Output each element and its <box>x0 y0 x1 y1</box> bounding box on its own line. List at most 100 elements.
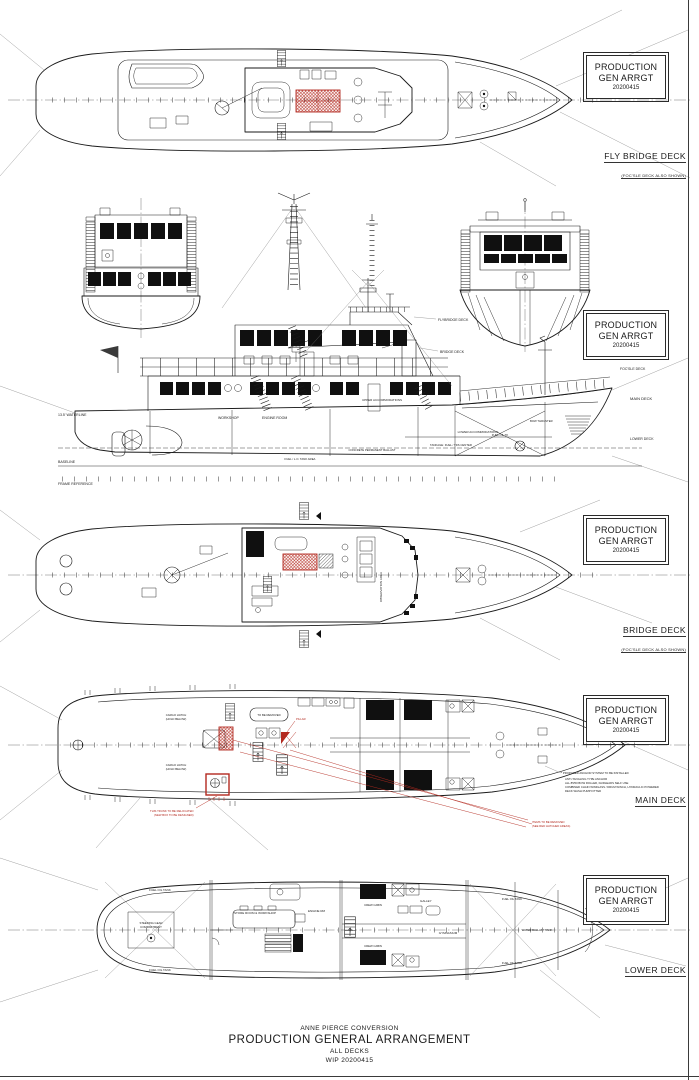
label-store-room: STORE ROOM & WORKSHOP <box>234 911 276 915</box>
side-profile: FLYBRIDGE DECK BRIDGE DECK FOC'SLE DECK … <box>0 269 689 486</box>
label-fuel-tank-aft-bottom: FUEL OIL TANK <box>149 968 171 972</box>
svg-text:COMBINED CHAIN WINDLASS / DRUM: COMBINED CHAIN WINDLASS / DRUM WINCH, HY… <box>565 785 659 789</box>
svg-text:ANTI-TANGLING TYPE ANCHOR: ANTI-TANGLING TYPE ANCHOR <box>565 777 607 781</box>
red-annotations: PILLAR THIS TRUNK TO BE RELOCATED (NEW B… <box>150 717 570 828</box>
crew-accommodations: CREW CABIN CREW CABIN GALLEY GYMNASIUM <box>342 880 469 980</box>
label-ballast: CONCRETE PERMANENT BALLAST <box>348 448 395 452</box>
label-steering-gear: STEERING GEAR <box>139 921 162 925</box>
label-bridge-deck: BRIDGE DECK <box>440 350 465 354</box>
label-pillar: PILLAR <box>296 717 306 721</box>
bow-elevation <box>459 198 591 352</box>
stairs-icon <box>262 576 273 593</box>
label-crew-cabin: CREW CABIN <box>364 903 382 907</box>
label-upper-accommodations: UPPER ACCOMMODATIONS <box>362 398 402 402</box>
red-trunk-item <box>218 726 234 751</box>
cabins-berths <box>359 698 475 792</box>
svg-text:(HOLD BELOW): (HOLD BELOW) <box>166 767 187 771</box>
projection-lines <box>0 9 691 187</box>
label-fuel-area: FUEL / L.O. TANK AREA <box>285 457 316 461</box>
rudder <box>111 431 126 457</box>
galley-area: TO BE REMOVED <box>249 697 355 722</box>
deck-locker <box>149 117 167 129</box>
projection-lines <box>0 685 689 851</box>
internal-bulkheads <box>149 402 591 457</box>
label-to-be-removed: TO BE REMOVED <box>257 713 280 717</box>
svg-text:CARGO HATCH: CARGO HATCH <box>166 763 186 767</box>
title-block-profile: PRODUCTION GEN ARRGT 20200415 <box>583 310 669 360</box>
hull-outline <box>57 690 626 800</box>
stairs-icon <box>299 630 309 648</box>
title-block-lower: PRODUCTION GEN ARRGT 20200415 <box>583 875 669 925</box>
genset-icon <box>269 883 301 901</box>
bulwark-fittings <box>72 684 236 806</box>
label-engine-rm: ENGINE RM <box>308 909 326 913</box>
drawing-title: PRODUCTION GENERAL ARRANGEMENT <box>228 1034 471 1046</box>
flag-icon <box>100 346 119 373</box>
foredeck <box>454 335 613 409</box>
tender-boat <box>128 63 204 89</box>
label-fuel-tank-aft-top: FUEL OIL TANK <box>149 888 171 892</box>
title-block-date: 20200415 <box>612 85 640 91</box>
red-equipment-box <box>205 773 230 801</box>
boat-deck-structure <box>117 59 449 141</box>
aft-boat-deck <box>59 545 229 598</box>
draft-marks <box>565 415 591 435</box>
label-tankage: TANKAGE: FUEL / TDS CENTER <box>430 443 472 447</box>
hull-outline <box>35 523 573 627</box>
label-galley: GALLEY <box>420 899 432 903</box>
label-gymnasium: GYMNASIUM <box>439 931 458 935</box>
title-block-bridge: PRODUCTION GEN ARRGT 20200415 <box>583 515 669 565</box>
main-engine-icon <box>210 905 306 931</box>
label-main-deck: MAIN DECK <box>630 396 653 401</box>
main-deck-house <box>147 375 461 412</box>
stairs-icon <box>299 502 309 520</box>
svg-text:COMPARTMENT: COMPARTMENT <box>140 925 162 929</box>
stairs-icon <box>225 703 235 721</box>
deck-sublabel-text: (FOC'SLE DECK ALSO SHOWN) <box>621 173 686 179</box>
crane-icon <box>214 87 263 116</box>
hull-outline <box>96 881 611 979</box>
svg-text:(NEW BOX TO BE DESIGNED): (NEW BOX TO BE DESIGNED) <box>154 813 194 817</box>
red-note-left: THIS TRUNK TO BE RELOCATED <box>150 809 193 813</box>
svg-text:(HOLD BELOW): (HOLD BELOW) <box>166 717 187 721</box>
svg-text:ALL 85/50 BOW ROLLER, FAIRLEAD: ALL 85/50 BOW ROLLER, FAIRLEADS SELF USE <box>565 781 628 785</box>
aft-mast <box>366 214 378 290</box>
label-fuel-tank-fwd-bottom: FUEL OIL TANK <box>502 961 522 965</box>
bridge-house <box>234 306 434 377</box>
projection-lines <box>0 499 653 661</box>
wheelhouse-structure: OBSERVATION AREA <box>241 527 419 623</box>
label-waterline: 13.5' WATERLINE <box>58 413 87 417</box>
sheet-border-bottom <box>0 1076 699 1077</box>
label-engine-room: ENGINE ROOM <box>262 416 287 420</box>
drawing-title-block: ANNE PIERCE CONVERSION PRODUCTION GENERA… <box>0 1024 699 1065</box>
stern-elevation <box>81 198 201 338</box>
notes-block: * PROPOSED ANCHOR SYSTEM TO BE INSTALLED… <box>544 765 659 793</box>
stairs-icon <box>276 50 287 67</box>
propeller-icon <box>121 429 143 451</box>
deck-label-main: MAIN DECK <box>635 795 686 807</box>
drawing-subtitle: ALL DECKS <box>329 1048 370 1055</box>
external-stairs <box>250 325 434 412</box>
svg-text:(SEE RED HATCHED AREAS): (SEE RED HATCHED AREAS) <box>532 824 570 828</box>
down-arrow-icon <box>316 512 321 520</box>
main-deck-plan: CARGO HATCH (HOLD BELOW) CARGO HATCH (HO… <box>0 684 690 851</box>
sheet-border-right <box>688 0 689 1080</box>
deck-label-lower: LOWER DECK <box>624 965 686 977</box>
title-block-line1: PRODUCTION <box>594 62 658 72</box>
engine-room: STORE ROOM & WORKSHOP ENGINE RM <box>210 880 343 980</box>
deck-locker <box>175 115 189 125</box>
deck-label-fly-bridge: FLY BRIDGE DECK (FOC'SLE DECK ALSO SHOWN… <box>604 146 686 182</box>
svg-text:* PROPOSED ANCHOR SYSTEM TO BE: * PROPOSED ANCHOR SYSTEM TO BE INSTALLED <box>561 771 629 775</box>
lower-deck-plan: STEERING GEAR COMPARTMENT FUEL OIL TANK … <box>0 857 690 1019</box>
title-block-fly-bridge: PRODUCTION GEN ARRGT 20200415 <box>583 52 669 102</box>
deck-label-text: FLY BRIDGE DECK <box>604 151 686 163</box>
working-deck: CARGO HATCH (HOLD BELOW) CARGO HATCH (HO… <box>166 713 226 771</box>
svg-text:CREW CABIN: CREW CABIN <box>364 944 382 948</box>
bridge-deck-plan: OBSERVATION AREA <box>0 499 690 661</box>
label-workshop: WORKSHOP <box>218 416 239 420</box>
svg-text:DECK WASH PUMP FITTED: DECK WASH PUMP FITTED <box>565 789 601 793</box>
label-cargo-hatch: CARGO HATCH <box>166 713 186 717</box>
radar-mast-icon <box>299 269 453 387</box>
fly-bridge-deck-plan <box>0 9 691 187</box>
